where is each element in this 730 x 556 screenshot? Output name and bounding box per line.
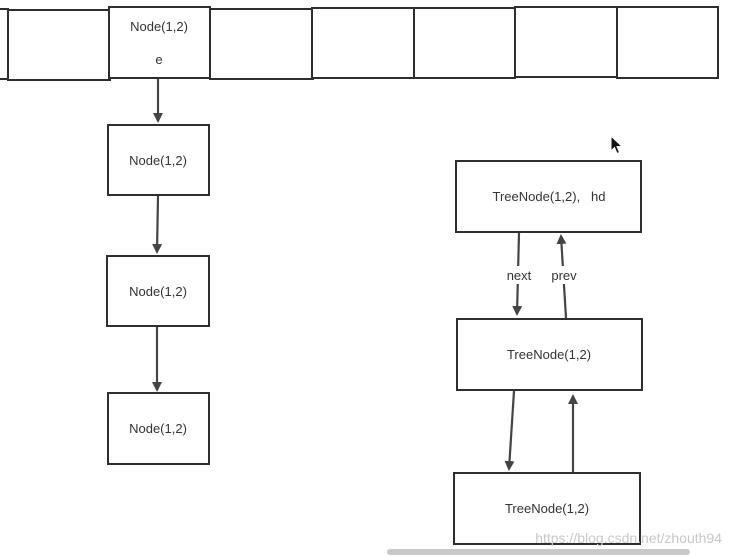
tree-node-2-label: TreeNode(1,2) [507,347,591,362]
list-node-1-label: Node(1,2) [129,153,187,168]
list-arrow-2 [152,195,163,254]
linked-list: Node(1,2) Node(1,2) Node(1,2) [106,79,210,465]
tree-node-3 [453,472,641,545]
tree-node-3-label: TreeNode(1,2) [505,501,589,516]
array-slot-6 [514,6,618,78]
array-slot-4 [311,7,415,79]
scrollbar-thumb[interactable] [387,549,690,555]
watermark-text: https://blog.csdn.net/zhouth94 [535,530,722,546]
array-slot-3 [209,8,314,80]
list-node-3 [107,392,210,465]
next-label-bg [501,266,537,284]
next-label: next [507,268,532,283]
horizontal-scrollbar[interactable] [0,548,730,556]
prev-label-bg [546,266,582,284]
tree-list: TreeNode(1,2), hd next prev TreeNode(1,2… [453,160,643,545]
list-node-3-label: Node(1,2) [129,421,187,436]
tree-node-2 [456,318,643,391]
array-slot-2 [108,6,211,79]
list-node-2 [106,255,210,327]
tree-node-head [455,160,642,233]
tree-node-head-label: TreeNode(1,2), hd [493,189,606,204]
list-node-2-label: Node(1,2) [129,284,187,299]
array-slot-1 [7,9,111,81]
array-slot-0 [0,8,9,80]
array-slot-sub: e [155,52,162,67]
array-slot-title: Node(1,2) [130,19,188,34]
list-node-1 [107,124,210,196]
prev-label: prev [551,268,577,283]
array-slot-5 [413,7,516,79]
array-slot-7 [616,6,719,79]
array-row: Node(1,2) e [0,6,719,81]
mouse-pointer-icon [610,135,624,155]
tree-down-arrow [504,390,516,471]
